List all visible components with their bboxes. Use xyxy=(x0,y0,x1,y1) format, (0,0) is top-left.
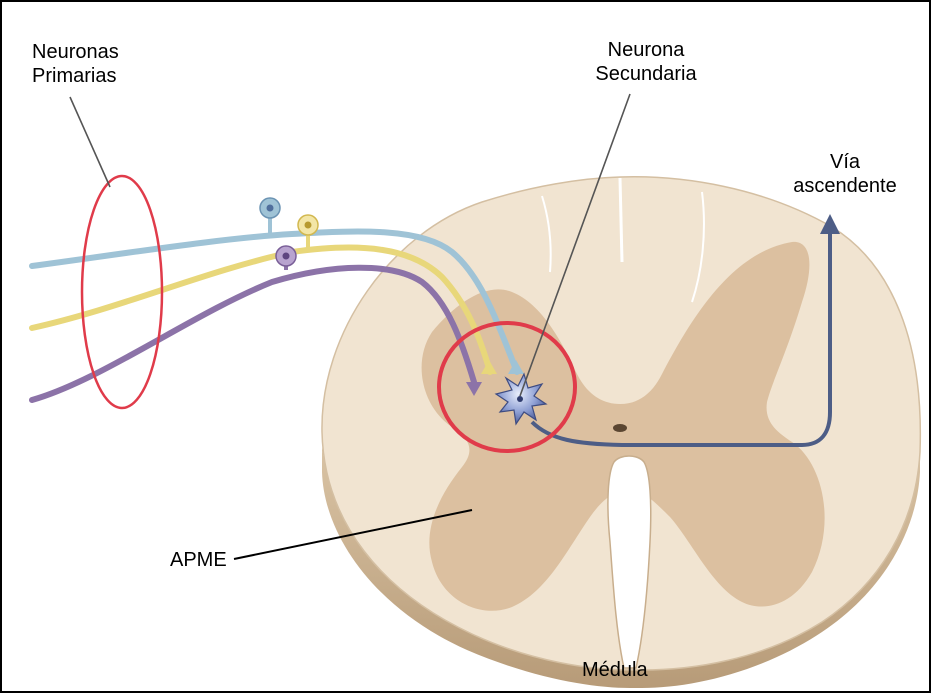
posterior-septum xyxy=(620,178,622,262)
label-secondary-line1: Neurona xyxy=(586,38,706,62)
leader-line-primary xyxy=(70,97,110,187)
label-primary-line2: Primarias xyxy=(32,64,119,88)
ganglion-nucleus-yellow xyxy=(305,222,312,229)
central-canal xyxy=(613,424,627,432)
label-medula: Médula xyxy=(582,658,648,682)
label-neurona-secundaria: Neurona Secundaria xyxy=(586,38,706,86)
label-via-ascendente: Vía ascendente xyxy=(790,150,900,198)
ganglion-nucleus-purple xyxy=(283,253,290,260)
ganglion-nucleus-blue xyxy=(267,205,274,212)
secondary-neuron-nucleus xyxy=(517,396,523,402)
label-primary-line1: Neuronas xyxy=(32,40,119,64)
label-pathway-line1: Vía xyxy=(790,150,900,174)
label-neuronas-primarias: Neuronas Primarias xyxy=(32,40,119,88)
label-apme: APME xyxy=(170,548,227,572)
label-pathway-line2: ascendente xyxy=(790,174,900,198)
label-secondary-line2: Secundaria xyxy=(586,62,706,86)
